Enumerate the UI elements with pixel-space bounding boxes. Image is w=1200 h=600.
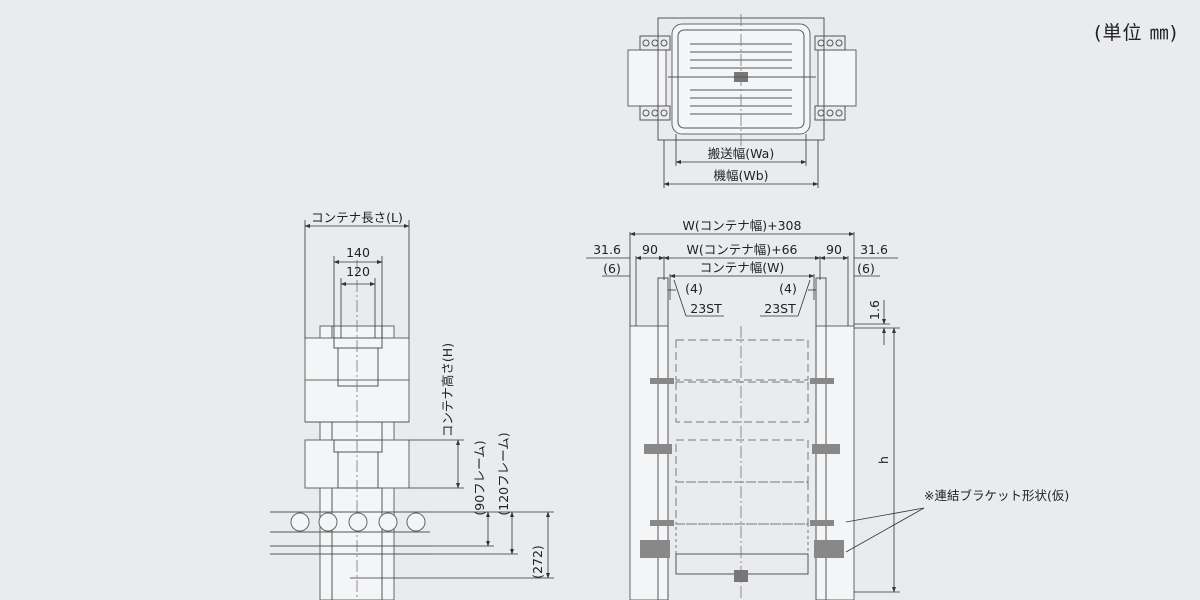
wa-label: 搬送幅(Wa) <box>708 146 774 161</box>
right-90: 90 <box>826 242 842 257</box>
left-6: (6) <box>603 261 621 276</box>
dim-120: 120 <box>346 264 370 279</box>
right-316: 31.6 <box>860 242 888 257</box>
front-view: W(コンテナ幅)+308 31.6 90 W(コンテナ幅)+66 90 31.6… <box>586 218 1069 600</box>
height-label: コンテナ高さ(H) <box>440 343 455 437</box>
left-motor-box <box>627 49 667 107</box>
right-frame <box>815 325 855 600</box>
left-chain-top <box>639 35 671 51</box>
left-chain-bottom <box>639 105 671 121</box>
tray-5 <box>675 523 809 555</box>
dim-272: (272) <box>530 545 545 579</box>
right-4: (4) <box>779 281 797 296</box>
top-view: 搬送幅(Wa) 機幅(Wb) <box>627 14 857 188</box>
frame120-label: (120フレーム) <box>496 432 511 515</box>
bracket-note: ※連結ブラケット形状(仮) <box>924 488 1069 503</box>
dim-140: 140 <box>346 245 370 260</box>
left-316: 31.6 <box>593 242 621 257</box>
left-23st: 23ST <box>690 301 722 316</box>
side-view: コンテナ長さ(L) 140 120 コンテナ高さ(H) (90フレーム) (12… <box>270 210 554 600</box>
wb-label: 機幅(Wb) <box>713 168 768 183</box>
container-width-label: コンテナ幅(W) <box>700 260 785 275</box>
tray-2 <box>675 381 809 423</box>
right-chain-top <box>814 35 846 51</box>
right-6: (6) <box>857 261 875 276</box>
tray-4 <box>675 481 809 525</box>
dim-16: 1.6 <box>867 300 882 320</box>
left-90: 90 <box>642 242 658 257</box>
left-frame <box>629 325 669 600</box>
right-chain-bottom <box>814 105 846 121</box>
total-width-label: W(コンテナ幅)+308 <box>683 218 802 233</box>
right-23st: 23ST <box>764 301 796 316</box>
h-label: h <box>876 456 891 464</box>
unit-label: (単位 ㎜) <box>1094 22 1178 44</box>
frame90-label: (90フレーム) <box>472 440 487 515</box>
brackets <box>640 378 844 558</box>
side-rollers <box>290 512 426 532</box>
length-label: コンテナ長さ(L) <box>311 210 403 225</box>
chain-links <box>642 39 843 117</box>
tray-1 <box>675 339 809 381</box>
left-4: (4) <box>685 281 703 296</box>
inner-width-label: W(コンテナ幅)+66 <box>687 242 798 257</box>
tray-3 <box>675 439 809 483</box>
